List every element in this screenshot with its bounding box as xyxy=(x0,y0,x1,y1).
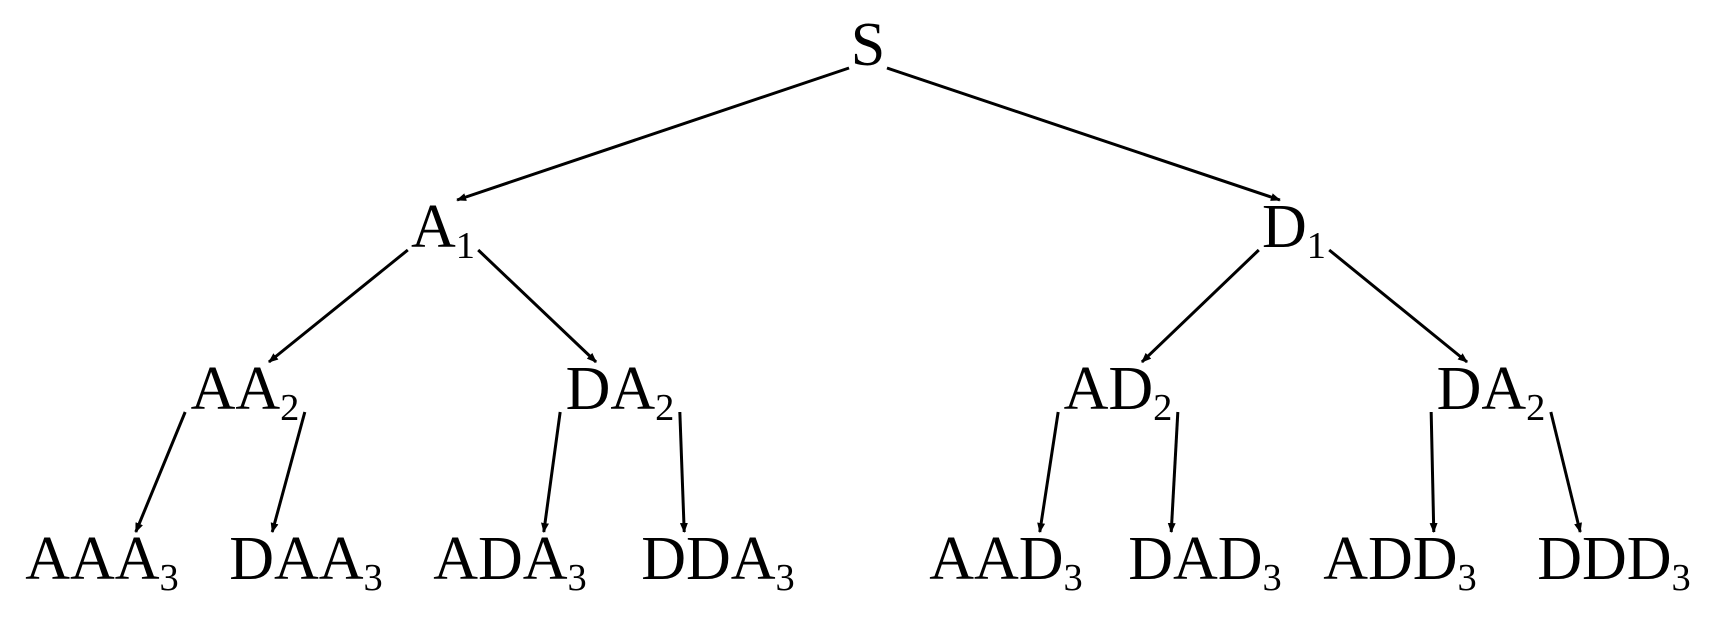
node-ddd3: DDD3 xyxy=(1537,525,1691,597)
edge-root-to-a1 xyxy=(456,66,850,202)
node-add3: ADD3 xyxy=(1323,525,1477,597)
node-ddd3-subscript: 3 xyxy=(1671,556,1691,599)
edge-da2-left-to-ada3 xyxy=(541,411,562,533)
node-aad3-subscript: 3 xyxy=(1063,556,1083,599)
node-root: S xyxy=(851,14,885,76)
edge-d1-to-ad2 xyxy=(1140,248,1260,364)
node-add3-subscript: 3 xyxy=(1457,556,1477,599)
edge-d1-to-da2-right xyxy=(1328,248,1469,364)
node-da2-right-subscript: 2 xyxy=(1526,386,1546,429)
node-add3-base: ADD xyxy=(1323,525,1458,593)
node-a1-base: A xyxy=(411,193,456,261)
node-d1: D1 xyxy=(1262,193,1326,265)
node-dad3-subscript: 3 xyxy=(1262,556,1282,599)
node-ada3: ADA3 xyxy=(433,525,587,597)
edge-aa2-to-aaa3 xyxy=(134,411,187,533)
node-dda3-base: DDA xyxy=(641,525,776,593)
node-ad2-base: AD xyxy=(1063,355,1154,423)
node-aaa3: AAA3 xyxy=(25,525,179,597)
node-aaa3-subscript: 3 xyxy=(159,556,179,599)
edge-da2-right-to-add3 xyxy=(1429,411,1438,533)
edge-ad2-to-dad3 xyxy=(1167,411,1180,533)
node-aad3: AAD3 xyxy=(929,525,1083,597)
node-ad2-subscript: 2 xyxy=(1153,386,1173,429)
node-daa3-base: DAA xyxy=(229,525,364,593)
node-d1-subscript: 1 xyxy=(1306,224,1326,267)
node-a1: A1 xyxy=(411,193,475,265)
edge-a1-to-aa2 xyxy=(267,248,409,364)
node-ddd3-base: DDD xyxy=(1537,525,1672,593)
node-aa2-subscript: 2 xyxy=(280,386,300,429)
node-da2-left: DA2 xyxy=(565,355,675,427)
edge-da2-right-to-ddd3 xyxy=(1549,411,1582,533)
node-dda3-subscript: 3 xyxy=(775,556,795,599)
node-da2-left-subscript: 2 xyxy=(655,386,675,429)
edge-da2-left-to-dda3 xyxy=(678,411,688,533)
node-d1-base: D xyxy=(1262,193,1307,261)
node-daa3: DAA3 xyxy=(229,525,383,597)
node-aa2: AA2 xyxy=(190,355,300,427)
node-dad3: DAD3 xyxy=(1128,525,1282,597)
node-aa2-base: AA xyxy=(190,355,281,423)
node-root-base: S xyxy=(850,11,886,79)
node-dad3-base: DAD xyxy=(1128,525,1263,593)
node-daa3-subscript: 3 xyxy=(363,556,383,599)
node-ada3-subscript: 3 xyxy=(567,556,587,599)
node-ad2: AD2 xyxy=(1063,355,1173,427)
node-aad3-base: AAD xyxy=(929,525,1064,593)
node-da2-right-base: DA xyxy=(1436,355,1527,423)
node-da2-right: DA2 xyxy=(1436,355,1546,427)
node-a1-subscript: 1 xyxy=(455,224,475,267)
node-da2-left-base: DA xyxy=(565,355,656,423)
edge-ad2-to-aad3 xyxy=(1037,411,1060,533)
node-ada3-base: ADA xyxy=(433,525,568,593)
node-dda3: DDA3 xyxy=(641,525,795,597)
node-aaa3-base: AAA xyxy=(25,525,160,593)
edge-aa2-to-daa3 xyxy=(270,411,307,533)
edge-a1-to-da2-left xyxy=(477,248,598,364)
edge-root-to-d1 xyxy=(886,66,1281,202)
